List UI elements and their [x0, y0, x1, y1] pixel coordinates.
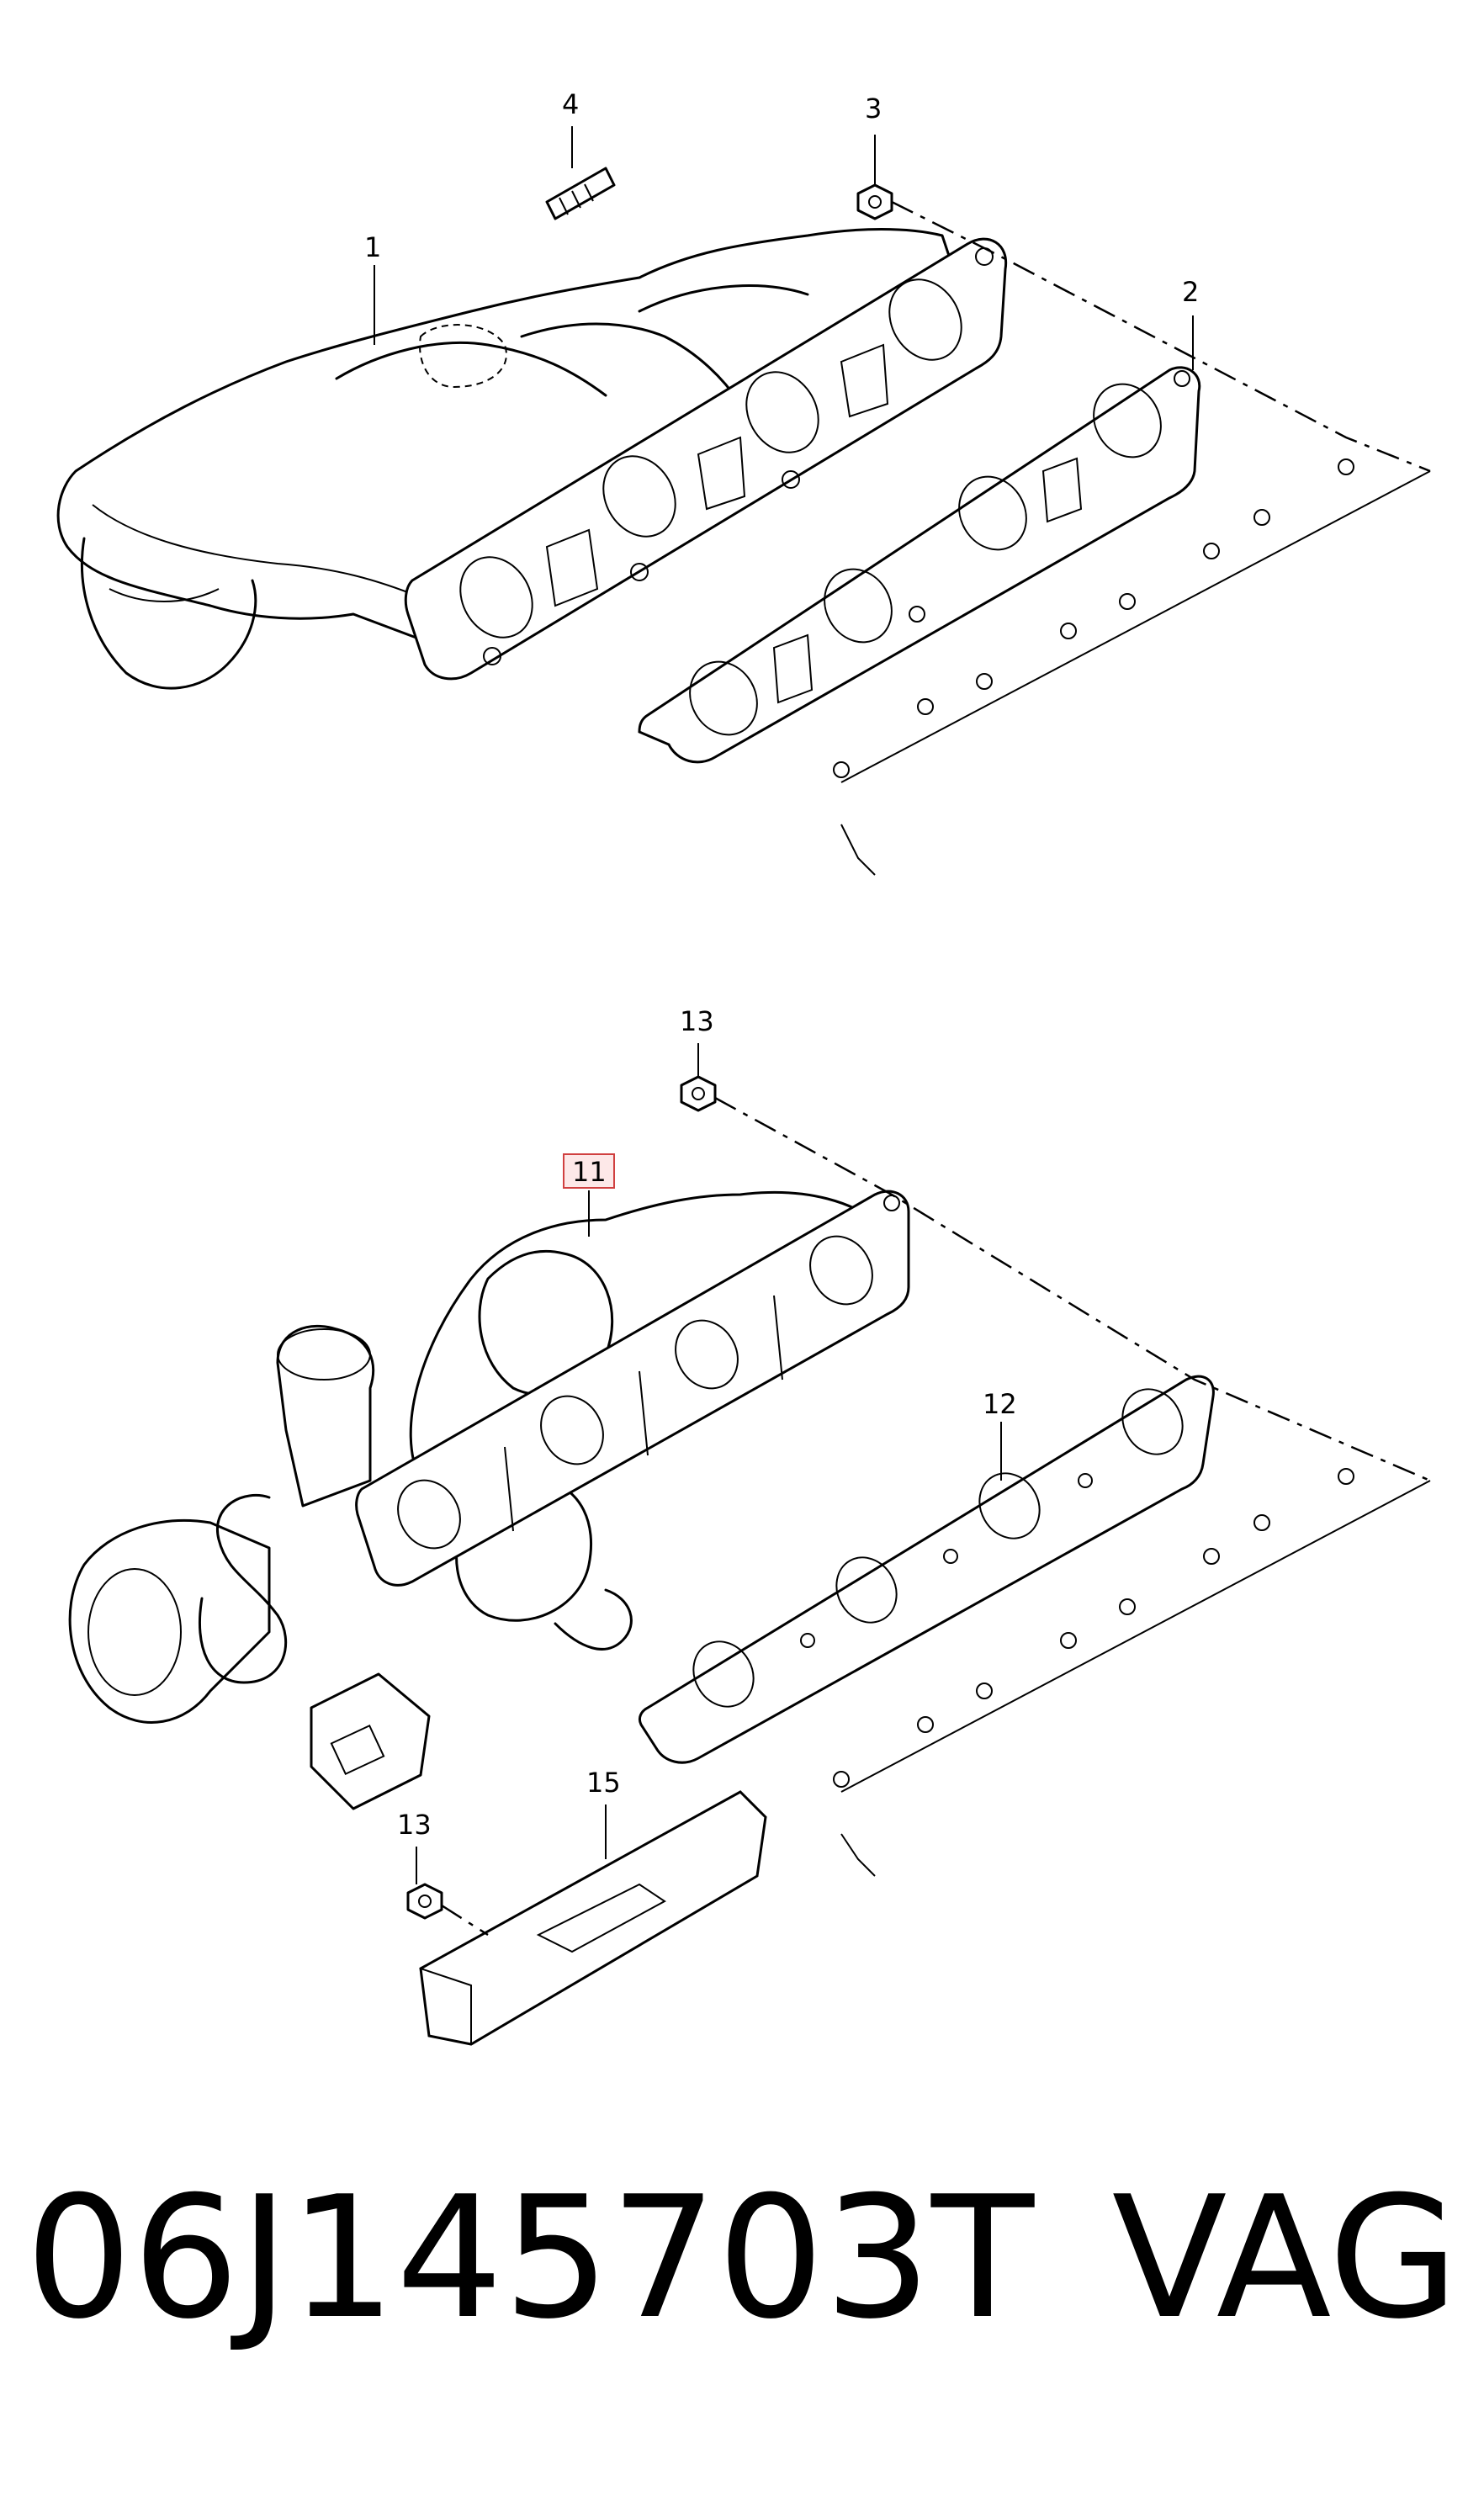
heat-shield-inner: [536, 1883, 666, 1953]
manifold-hidden-stud-boss: [419, 324, 507, 389]
manifold-flange: [404, 237, 1008, 681]
bottom-assembly-line: [714, 1096, 1431, 1482]
callout-11: 11: [572, 1156, 607, 1188]
turbo-outlet-pipe: [276, 1324, 375, 1508]
part-number: 06J145703T: [25, 2160, 1035, 2356]
nut-part-3: [856, 183, 893, 220]
actuator-connector: [330, 1724, 385, 1776]
manifold-lower-pipe: [81, 537, 257, 690]
turbo-coolant-line: [198, 1493, 288, 1684]
flange-ports: [459, 247, 994, 665]
turbo-manifold-flange: [355, 1190, 910, 1587]
nut-part-13-upper: [680, 1075, 717, 1112]
callout-1: 1: [364, 231, 381, 263]
heat-shield: [419, 1790, 767, 2046]
callout-3: 3: [865, 93, 882, 125]
manifold-runner-1: [335, 341, 607, 397]
turbo-outlet-opening: [277, 1328, 371, 1380]
part-footer: 06J145703T VAG: [25, 2162, 1459, 2356]
brand-name: VAG: [1111, 2160, 1459, 2356]
turbo-intake: [68, 1519, 271, 1724]
stud-part-4: [545, 167, 616, 220]
manifold-runner-2: [520, 322, 742, 405]
callout-4: 4: [562, 88, 579, 120]
top-assembly: 1 2 3 4: [56, 88, 1431, 876]
turbo-intake-opening: [87, 1568, 182, 1696]
nut-part-13-lower: [406, 1883, 443, 1920]
callout-13-lower: 13: [397, 1809, 432, 1841]
exhaust-manifold-body: [56, 228, 969, 641]
callout-15: 15: [586, 1767, 621, 1799]
manifold-inner-contour: [92, 504, 421, 598]
manifold-lower-pipe-inner: [109, 588, 220, 602]
callout-2: 2: [1182, 276, 1199, 308]
turbo-gasket: [638, 1375, 1215, 1764]
wastegate-actuator: [310, 1672, 431, 1810]
gasket-ports: [689, 370, 1190, 736]
turbo-lower-bracket: [554, 1588, 633, 1651]
callout-13-upper: 13: [680, 1005, 714, 1037]
bottom-assembly: 11 12 13 13 15: [68, 1005, 1431, 2046]
cylinder-head-studs-top: [833, 458, 1431, 876]
callout-12: 12: [983, 1388, 1017, 1420]
callout-11-highlight: [563, 1153, 615, 1189]
cylinder-head-studs-bottom: [833, 1468, 1431, 1877]
manifold-runner-3: [638, 284, 809, 313]
heat-shield-assembly-line: [441, 1904, 489, 1937]
turbo-gasket-ports: [692, 1388, 1184, 1708]
heat-shield-end: [420, 1968, 472, 2044]
turbo-manifold-body: [409, 1190, 885, 1482]
top-assembly-line: [891, 200, 1431, 473]
manifold-gasket: [638, 366, 1201, 764]
